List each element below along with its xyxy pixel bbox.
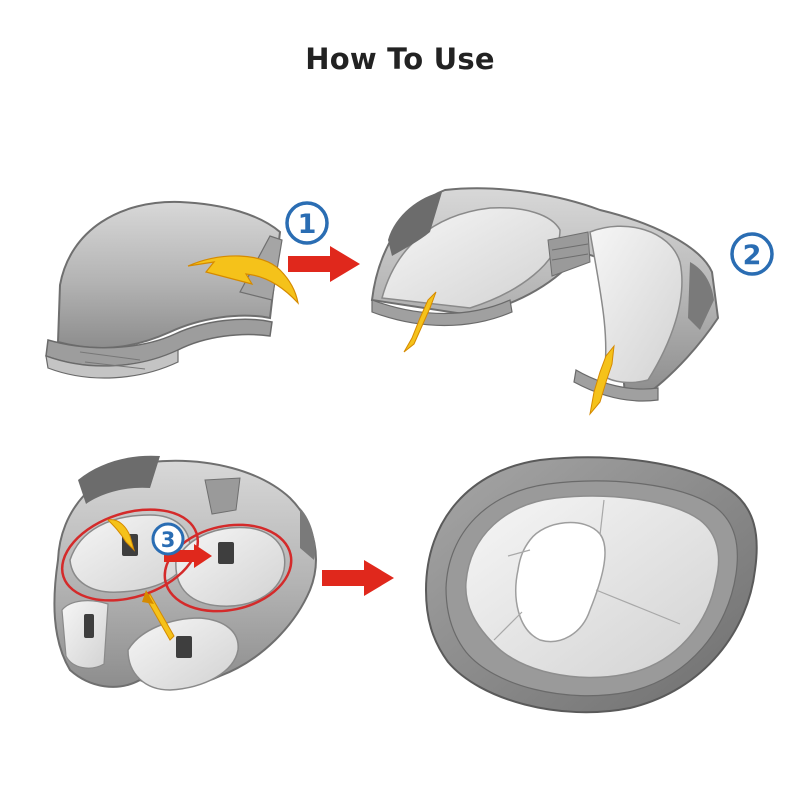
step-number: 2 — [743, 240, 762, 271]
step1-folded-seat — [45, 200, 283, 379]
step3-assembly-closeup — [53, 455, 317, 691]
step3-badge: 3 — [151, 522, 185, 556]
page-title: How To Use — [305, 42, 495, 76]
step-number: 3 — [161, 528, 176, 552]
right-arrow-icon — [288, 246, 360, 282]
latch-icon — [403, 291, 437, 353]
step-number: 1 — [298, 209, 317, 240]
curved-arrow-icon — [187, 255, 299, 305]
assembled-potty-seat — [424, 456, 758, 714]
right-arrow-icon — [322, 560, 394, 596]
highlight-ring — [163, 523, 293, 613]
step2-unfolded-seat — [370, 187, 720, 402]
latch-icon — [142, 590, 175, 641]
step1-badge: 1 — [285, 201, 329, 245]
latch-icon — [106, 519, 136, 552]
step2-badge: 2 — [730, 232, 774, 276]
latch-icon — [589, 344, 615, 416]
